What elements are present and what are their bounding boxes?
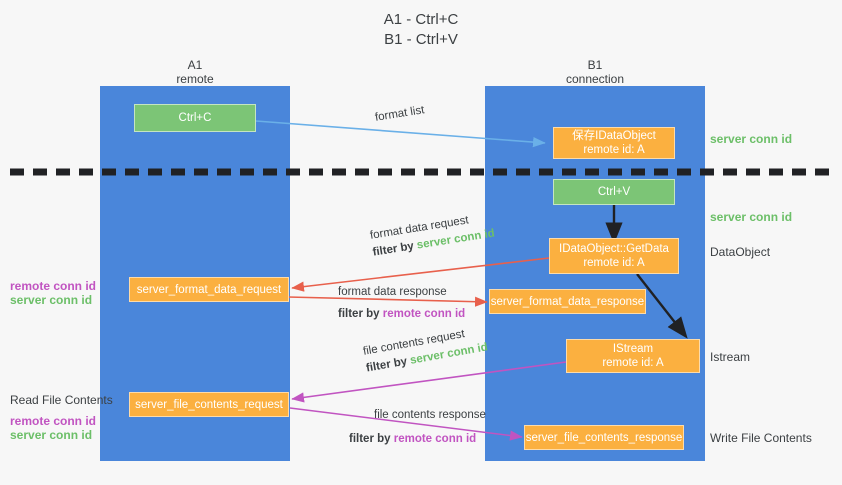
box-ctrl-c-label: Ctrl+C xyxy=(178,112,212,124)
left-label-remote-conn-id-2: remote conn id xyxy=(10,414,97,428)
right-label-server-conn-id-top: server conn id xyxy=(710,132,793,146)
right-label-istream: Istream xyxy=(710,350,751,364)
filter-key-remote-conn-id: remote conn id xyxy=(393,433,477,445)
arrow-format-data-request xyxy=(291,257,550,292)
lane-header-b1: B1 connection xyxy=(485,58,705,86)
box-server-file-contents-response[interactable]: server_file_contents_response xyxy=(524,425,684,450)
title-line-2: B1 - Ctrl+V xyxy=(384,31,458,48)
label-format-data-response: format data response xyxy=(338,286,447,298)
arrow-file-contents-response xyxy=(289,407,523,441)
box-server-file-contents-request[interactable]: server_file_contents_request xyxy=(129,392,289,417)
box-save-idataobject-line1: 保存IDataObject xyxy=(572,130,656,142)
box-save-idataobject[interactable]: 保存IDataObject remote id: A xyxy=(553,127,675,159)
left-label-server-conn-id-1: server conn id xyxy=(10,293,93,307)
box-istream-line1: IStream xyxy=(612,343,654,355)
box-server-format-data-request[interactable]: server_format_data_request xyxy=(129,277,289,302)
filter-prefix: filter by xyxy=(349,433,394,445)
box-server-format-data-response[interactable]: server_format_data_response xyxy=(489,289,646,314)
arrow-format-list xyxy=(255,120,546,148)
arrow-file-contents-request xyxy=(291,361,567,403)
label-file-contents-response-group: file contents response filter by remote … xyxy=(349,408,486,446)
left-label-server-conn-id-2: server conn id xyxy=(10,428,93,442)
box-server-format-data-request-label: server_format_data_request xyxy=(136,283,282,296)
left-label-remote-conn-id-1: remote conn id xyxy=(10,279,97,293)
box-idataobject-getdata-line2: remote id: A xyxy=(583,257,645,269)
box-ctrl-c[interactable]: Ctrl+C xyxy=(134,104,256,132)
box-idataobject-getdata-line1: IDataObject::GetData xyxy=(559,243,669,255)
box-idataobject-getdata[interactable]: IDataObject::GetData remote id: A xyxy=(549,238,679,274)
box-server-file-contents-response-label: server_file_contents_response xyxy=(525,431,683,444)
lane-header-a1: A1 remote xyxy=(100,58,290,86)
box-save-idataobject-line2: remote id: A xyxy=(583,144,645,156)
arrow-getdata-to-istream xyxy=(636,273,688,339)
right-label-dataobject: DataObject xyxy=(710,245,771,259)
diagram-title: A1 - Ctrl+C B1 - Ctrl+V xyxy=(0,10,842,50)
filter-key-remote-conn-id: remote conn id xyxy=(382,308,466,320)
box-ctrl-v-label: Ctrl+V xyxy=(597,186,631,198)
box-ctrl-v[interactable]: Ctrl+V xyxy=(553,179,675,205)
lane-a1-sub: remote xyxy=(176,72,214,86)
box-istream-line2: remote id: A xyxy=(602,357,664,369)
filter-prefix: filter by xyxy=(338,308,383,320)
box-server-format-data-response-label: server_format_data_response xyxy=(490,295,645,308)
label-file-contents-response-filter: filter by remote conn id xyxy=(349,432,486,446)
right-label-write-file-contents: Write File Contents xyxy=(710,431,812,445)
arrow-format-data-response xyxy=(287,296,488,307)
box-istream[interactable]: IStream remote id: A xyxy=(566,339,700,373)
label-file-contents-response: file contents response xyxy=(374,409,486,421)
title-line-1: A1 - Ctrl+C xyxy=(383,11,459,28)
lane-a1-name: A1 xyxy=(187,58,203,72)
left-label-read-file-contents: Read File Contents xyxy=(10,393,113,407)
label-format-data-response-filter: filter by remote conn id xyxy=(338,307,465,321)
right-label-server-conn-id-mid: server conn id xyxy=(710,210,793,224)
label-format-data-response-group: format data response filter by remote co… xyxy=(338,285,465,321)
lane-b1-sub: connection xyxy=(565,72,625,86)
box-server-file-contents-request-label: server_file_contents_request xyxy=(135,398,283,411)
lane-b1-name: B1 xyxy=(587,58,603,72)
